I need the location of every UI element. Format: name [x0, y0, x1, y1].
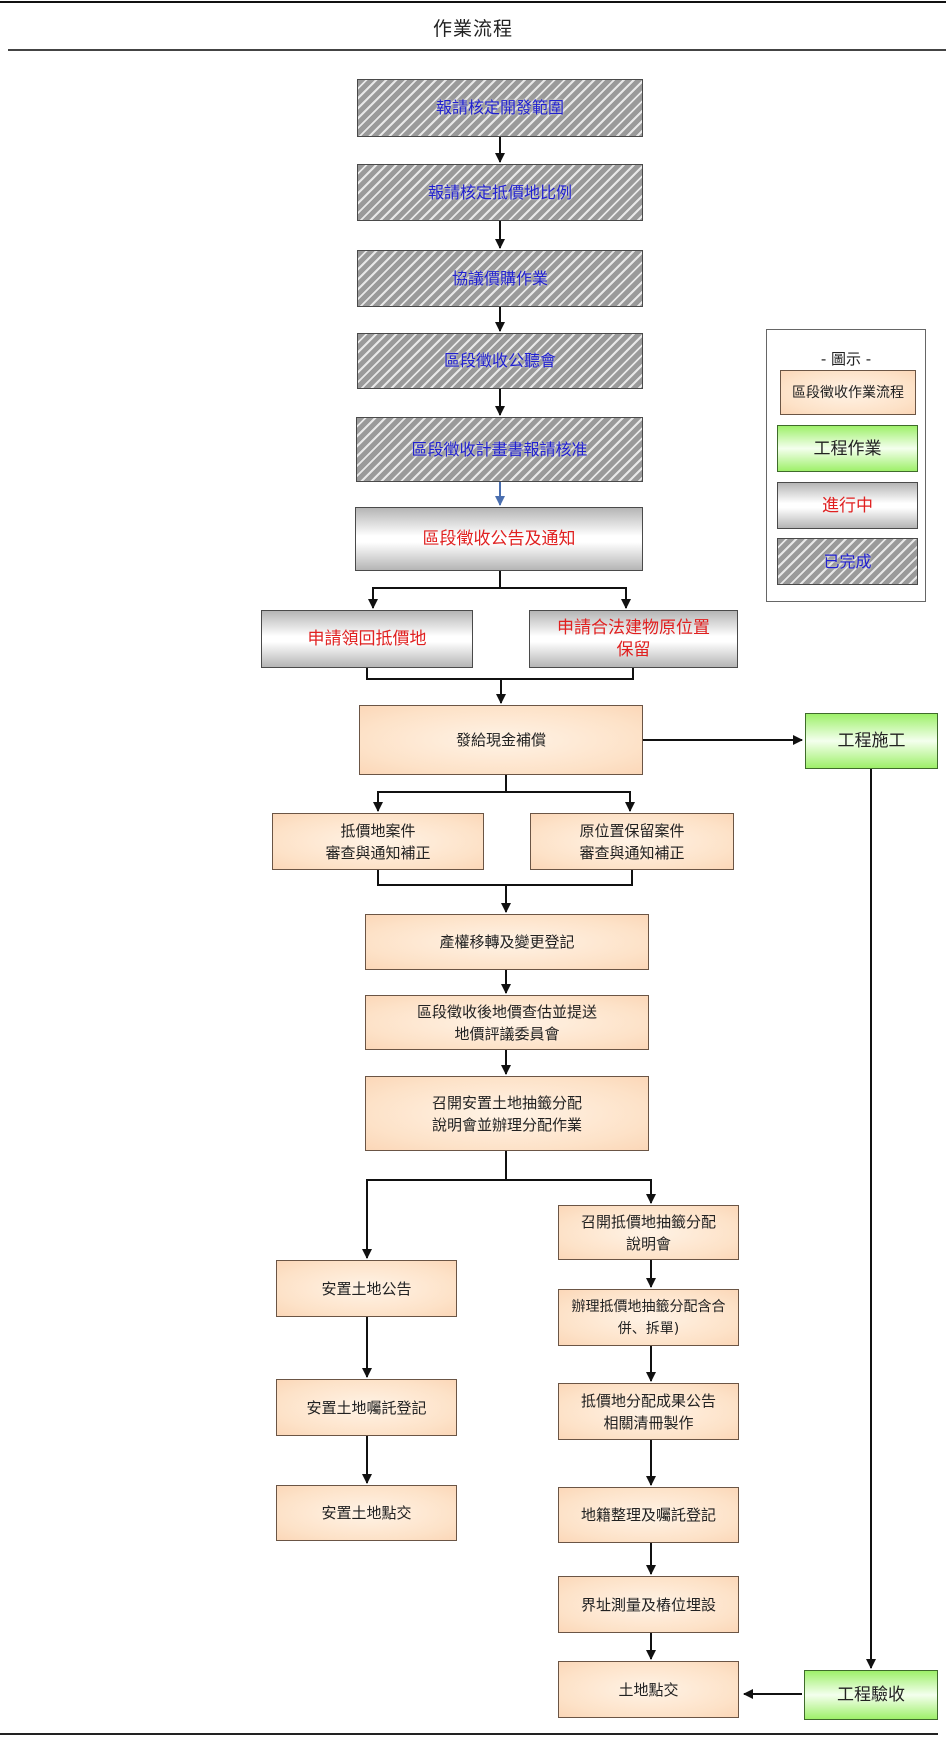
step-apply-building-retention[interactable]: 申請合法建物原位置 保留 — [529, 610, 738, 668]
step-apply-compensation-land[interactable]: 申請領回抵價地 — [261, 610, 473, 668]
arrow-s12-l1 — [362, 1150, 507, 1259]
arrow-s8-s9b — [506, 791, 635, 812]
top-rule — [0, 1, 946, 3]
arrow-s12-r1 — [506, 1179, 656, 1204]
step-land-valuation[interactable]: 區段徵收後地價查估並提送 地價評議委員會 — [365, 995, 649, 1050]
step-allocation-announcement[interactable]: 抵價地分配成果公告 相關清冊製作 — [558, 1383, 739, 1440]
step-compensation-lottery-meeting[interactable]: 召開抵價地抽籤分配 說明會 — [558, 1205, 739, 1260]
step-compensation-land-ratio[interactable]: 報請核定抵價地比例 — [357, 164, 643, 221]
step-cadastral-registration[interactable]: 地籍整理及囑託登記 — [558, 1487, 739, 1543]
step-resettlement-registration[interactable]: 安置土地囑託登記 — [276, 1379, 457, 1436]
step-review-retention[interactable]: 原位置保留案件 審查與通知補正 — [530, 813, 734, 870]
step-boundary-survey[interactable]: 界址測量及樁位埋設 — [558, 1576, 739, 1633]
step-land-handover[interactable]: 土地點交 — [558, 1661, 739, 1718]
step-resettlement-announcement[interactable]: 安置土地公告 — [276, 1260, 457, 1317]
arrow-s6-split — [368, 570, 501, 609]
arrow-s6-s7b — [500, 587, 631, 609]
arrow-merge-s9 — [377, 869, 633, 886]
step-property-transfer[interactable]: 產權移轉及變更登記 — [365, 914, 649, 970]
legend-title: - 圖示 - — [820, 350, 872, 368]
step-construction[interactable]: 工程施工 — [805, 713, 938, 769]
legend-item-flow: 區段徵收作業流程 — [780, 370, 916, 415]
bottom-rule — [0, 1733, 938, 1735]
legend-item-in-progress: 進行中 — [777, 482, 918, 529]
legend: - 圖示 - 區段徵收作業流程 工程作業 進行中 已完成 — [766, 329, 926, 602]
step-plan-approval[interactable]: 區段徵收計畫書報請核准 — [356, 417, 643, 482]
step-define-dev-range[interactable]: 報請核定開發範圍 — [357, 79, 643, 137]
step-cash-compensation[interactable]: 發給現金補償 — [359, 705, 643, 775]
step-review-compensation-land[interactable]: 抵價地案件 審查與通知補正 — [272, 813, 484, 870]
legend-item-completed: 已完成 — [777, 538, 918, 585]
page-title: 作業流程 — [432, 18, 513, 40]
step-public-hearing[interactable]: 區段徵收公聽會 — [357, 333, 643, 389]
arrow-merge-s7 — [366, 667, 634, 680]
arrow-s8-s9a — [373, 775, 507, 812]
legend-item-engineering: 工程作業 — [777, 425, 918, 472]
step-negotiated-purchase[interactable]: 協議價購作業 — [357, 250, 643, 307]
step-resettlement-handover[interactable]: 安置土地點交 — [276, 1485, 457, 1541]
step-announcement-notice[interactable]: 區段徵收公告及通知 — [355, 507, 643, 571]
step-acceptance[interactable]: 工程驗收 — [804, 1670, 938, 1720]
step-resettlement-lottery[interactable]: 召開安置土地抽籤分配 說明會並辦理分配作業 — [365, 1076, 649, 1151]
title-rule — [8, 49, 946, 51]
step-compensation-lottery[interactable]: 辦理抵價地抽籤分配含合 併、拆單) — [558, 1289, 739, 1346]
